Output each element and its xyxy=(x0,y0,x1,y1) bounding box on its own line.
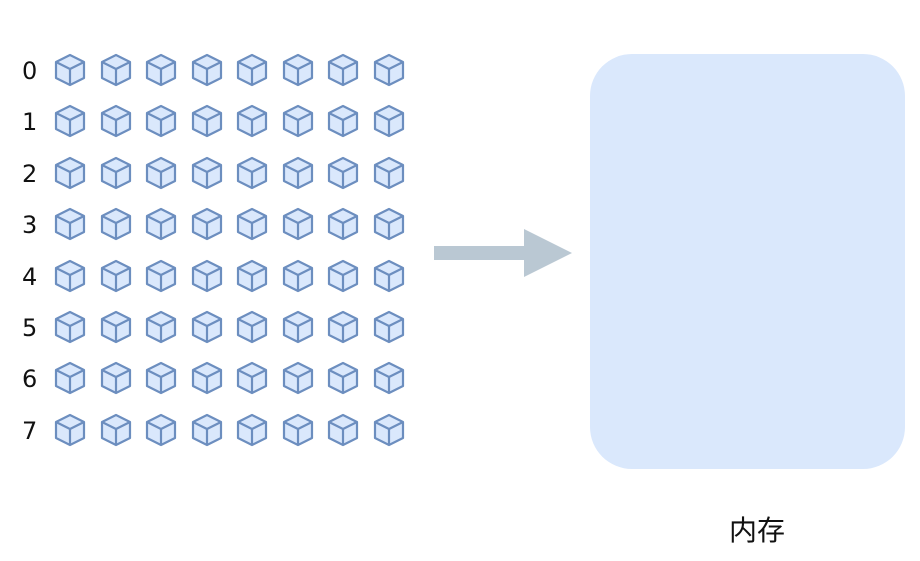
cube-icon xyxy=(99,206,133,242)
cube-icon xyxy=(372,412,406,448)
cube-icon xyxy=(235,309,269,345)
row-label: 2 xyxy=(22,159,38,188)
cube-icon xyxy=(53,360,87,396)
cube-icon xyxy=(326,360,360,396)
cube-icon xyxy=(372,103,406,139)
row-label: 3 xyxy=(22,211,38,240)
row-label: 7 xyxy=(22,416,38,445)
cube-icon xyxy=(53,52,87,88)
cube-icon xyxy=(235,103,269,139)
cube-icon xyxy=(53,309,87,345)
cube-icon xyxy=(235,155,269,191)
cube-icon xyxy=(372,360,406,396)
cube-icon xyxy=(372,309,406,345)
cube-icon xyxy=(190,258,224,294)
cube-icon xyxy=(372,155,406,191)
cube-icon xyxy=(190,103,224,139)
cube-icon xyxy=(99,412,133,448)
cube-icon xyxy=(281,52,315,88)
cube-icon xyxy=(326,103,360,139)
cube-icon xyxy=(99,258,133,294)
cube-icon xyxy=(235,52,269,88)
cube-icon xyxy=(281,155,315,191)
row-label: 0 xyxy=(22,57,38,85)
row-label: 4 xyxy=(22,262,38,291)
cube-icon xyxy=(372,258,406,294)
cube-icon xyxy=(53,206,87,242)
cube-icon xyxy=(144,155,178,191)
cube-icon xyxy=(281,258,315,294)
memory-box xyxy=(590,54,905,469)
cube-icon xyxy=(372,52,406,88)
cube-icon xyxy=(190,155,224,191)
cube-icon xyxy=(99,360,133,396)
cube-icon xyxy=(99,155,133,191)
cube-icon xyxy=(326,155,360,191)
cube-icon xyxy=(144,360,178,396)
cube-icon xyxy=(372,206,406,242)
cube-icon xyxy=(326,206,360,242)
row-label: 5 xyxy=(22,314,38,342)
cube-icon xyxy=(281,206,315,242)
cube-icon xyxy=(53,412,87,448)
block-grid: 0 1 2 3 4 5 6 7 xyxy=(0,0,430,460)
cube-icon xyxy=(326,412,360,448)
cube-icon xyxy=(190,309,224,345)
memory-label: 内存 xyxy=(728,514,785,547)
cube-icon xyxy=(281,412,315,448)
cube-icon xyxy=(144,103,178,139)
cube-icon xyxy=(99,309,133,345)
arrow-right-icon xyxy=(434,229,572,277)
cube-icon xyxy=(53,155,87,191)
cube-icon xyxy=(326,52,360,88)
cube-icon xyxy=(53,258,87,294)
cube-icon xyxy=(144,206,178,242)
cube-icon xyxy=(281,103,315,139)
cube-icon xyxy=(281,360,315,396)
cube-icon xyxy=(326,309,360,345)
cube-icon xyxy=(235,258,269,294)
cube-icon xyxy=(235,206,269,242)
cube-icon xyxy=(53,103,87,139)
cube-icon xyxy=(190,206,224,242)
cube-icon xyxy=(99,103,133,139)
row-label: 6 xyxy=(22,365,38,394)
cube-icon xyxy=(190,52,224,88)
row-label: 1 xyxy=(22,108,38,137)
cube-icon xyxy=(190,412,224,448)
cube-icon xyxy=(99,52,133,88)
cube-icon xyxy=(144,258,178,294)
cube-icon xyxy=(144,52,178,88)
cube-icon xyxy=(281,309,315,345)
cube-icon xyxy=(144,309,178,345)
cube-icon xyxy=(235,412,269,448)
cube-icon xyxy=(326,258,360,294)
cube-icon xyxy=(235,360,269,396)
cube-icon xyxy=(190,360,224,396)
cube-icon xyxy=(144,412,178,448)
